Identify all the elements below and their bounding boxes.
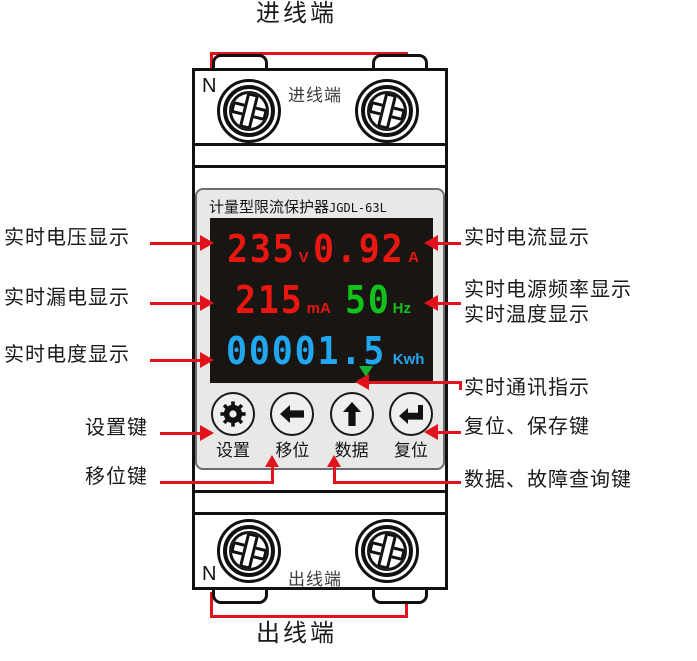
bottom-terminal-inline-label: 出线端 bbox=[288, 570, 342, 589]
frequency-value: 50 bbox=[344, 278, 391, 322]
face-title-cn: 计量型限流保护器 bbox=[209, 199, 330, 216]
din-rail-device: N 进线端 计量型限流保护器JGDL-63L 235 bbox=[192, 54, 448, 604]
bracket-bottom-right-leg bbox=[405, 592, 408, 618]
leader-left-leakage bbox=[150, 302, 202, 305]
top-body-strip bbox=[192, 146, 448, 168]
callout-top-bracket-label: 进线端 bbox=[256, 1, 337, 27]
voltage-value: 235 bbox=[226, 227, 296, 271]
front-face-panel: 计量型限流保护器JGDL-63L 235 V 0.92 A 215 mA 50 … bbox=[195, 188, 445, 470]
arrow-right-current bbox=[424, 235, 438, 251]
leader-right-frequency-temp bbox=[437, 302, 461, 305]
data-button-label: 数据 bbox=[334, 441, 369, 460]
current-unit: A bbox=[408, 249, 419, 266]
reset-save-button-label: 复位 bbox=[393, 441, 428, 460]
arrow-left-settings-key bbox=[200, 425, 214, 441]
leader-right-data-query-vertical bbox=[333, 466, 336, 482]
screw-terminal-top-right[interactable] bbox=[355, 79, 419, 143]
leader-right-reset-save bbox=[437, 431, 461, 434]
callout-right-temperature: 实时温度显示 bbox=[464, 304, 590, 326]
shift-button-label: 移位 bbox=[275, 441, 310, 460]
top-terminal-inline-label: 进线端 bbox=[288, 86, 342, 105]
button-label-row: 设置 移位 数据 复位 bbox=[211, 436, 433, 461]
bracket-bottom-left-leg bbox=[210, 592, 213, 618]
leader-left-shift-key-horizontal bbox=[160, 481, 274, 484]
callout-right-current: 实时电流显示 bbox=[464, 227, 590, 249]
callout-bottom-bracket-label: 出线端 bbox=[256, 621, 337, 647]
arrow-right-frequency-temp bbox=[424, 295, 438, 311]
leakage-value: 215 bbox=[235, 278, 304, 322]
callout-right-frequency: 实时电源频率显示 bbox=[464, 279, 632, 301]
face-panel-title: 计量型限流保护器JGDL-63L bbox=[209, 196, 387, 217]
leader-left-settings-key bbox=[160, 432, 202, 435]
button-row bbox=[211, 390, 433, 438]
callout-left-voltage: 实时电压显示 bbox=[4, 227, 130, 249]
bottom-terminal-block: N 出线端 bbox=[192, 512, 448, 590]
settings-button[interactable] bbox=[211, 392, 255, 436]
callout-left-shift-key: 移位键 bbox=[85, 466, 148, 488]
din-clip-top-left bbox=[212, 54, 268, 68]
leakage-unit: mA bbox=[306, 300, 331, 317]
top-terminal-block: N 进线端 bbox=[192, 68, 448, 146]
lcd-row-energy: 00001.5 Kwh bbox=[210, 324, 433, 370]
energy-unit: Kwh bbox=[392, 351, 425, 368]
din-clip-bottom-right bbox=[372, 590, 428, 604]
leader-left-energy bbox=[150, 359, 202, 362]
callout-left-leakage: 实时漏电显示 bbox=[4, 287, 130, 309]
reset-save-button[interactable] bbox=[388, 392, 433, 436]
leader-right-current bbox=[437, 242, 461, 245]
screw-terminal-bottom-right[interactable] bbox=[355, 519, 419, 583]
settings-button-label: 设置 bbox=[216, 441, 250, 460]
callout-left-energy: 实时电度显示 bbox=[4, 344, 130, 366]
callout-right-data-query: 数据、故障查询键 bbox=[464, 469, 632, 491]
din-clip-bottom-left bbox=[212, 590, 268, 604]
leader-right-data-query-horizontal bbox=[333, 481, 461, 484]
bracket-top-horizontal bbox=[210, 52, 408, 55]
voltage-unit: V bbox=[298, 249, 309, 266]
frequency-unit: Hz bbox=[392, 300, 411, 317]
leader-left-voltage bbox=[150, 242, 202, 245]
data-button[interactable] bbox=[329, 392, 374, 436]
bracket-top-left-leg bbox=[210, 52, 213, 77]
bracket-bottom-horizontal bbox=[210, 615, 408, 618]
lcd-row-voltage-current: 235 V 0.92 A bbox=[210, 222, 433, 268]
arrow-right-comm bbox=[355, 374, 369, 390]
lcd-display: 235 V 0.92 A 215 mA 50 Hz 00001.5 Kwh bbox=[210, 218, 433, 383]
arrow-left-shift-key bbox=[265, 455, 279, 467]
face-model-code: JGDL-63L bbox=[329, 201, 387, 215]
leader-right-comm-vertical bbox=[459, 381, 462, 390]
lcd-row-leakage-frequency: 215 mA 50 Hz bbox=[210, 273, 433, 319]
arrow-right-reset-save bbox=[424, 424, 438, 440]
current-value: 0.92 bbox=[312, 227, 405, 271]
shift-button[interactable] bbox=[270, 392, 315, 436]
callout-left-settings-key: 设置键 bbox=[85, 417, 148, 439]
comm-indicator-triangle-icon bbox=[359, 366, 373, 377]
callout-right-comm: 实时通讯指示 bbox=[464, 377, 590, 399]
neutral-mark-top: N bbox=[202, 75, 217, 97]
screw-terminal-top-left[interactable] bbox=[217, 79, 281, 143]
arrow-left-leakage bbox=[200, 295, 214, 311]
bottom-body-strip bbox=[192, 490, 448, 512]
leader-left-shift-key-vertical bbox=[271, 466, 274, 482]
din-clip-top-right bbox=[372, 54, 428, 68]
arrow-right-data-query bbox=[327, 455, 341, 467]
leader-right-comm-horizontal bbox=[368, 381, 462, 384]
screw-terminal-bottom-left[interactable] bbox=[217, 519, 281, 583]
energy-value: 00001.5 bbox=[225, 329, 386, 373]
arrow-left-voltage bbox=[200, 235, 214, 251]
arrow-left-energy bbox=[200, 352, 214, 368]
callout-right-reset-save: 复位、保存键 bbox=[464, 416, 590, 438]
neutral-mark-bottom: N bbox=[202, 563, 217, 585]
